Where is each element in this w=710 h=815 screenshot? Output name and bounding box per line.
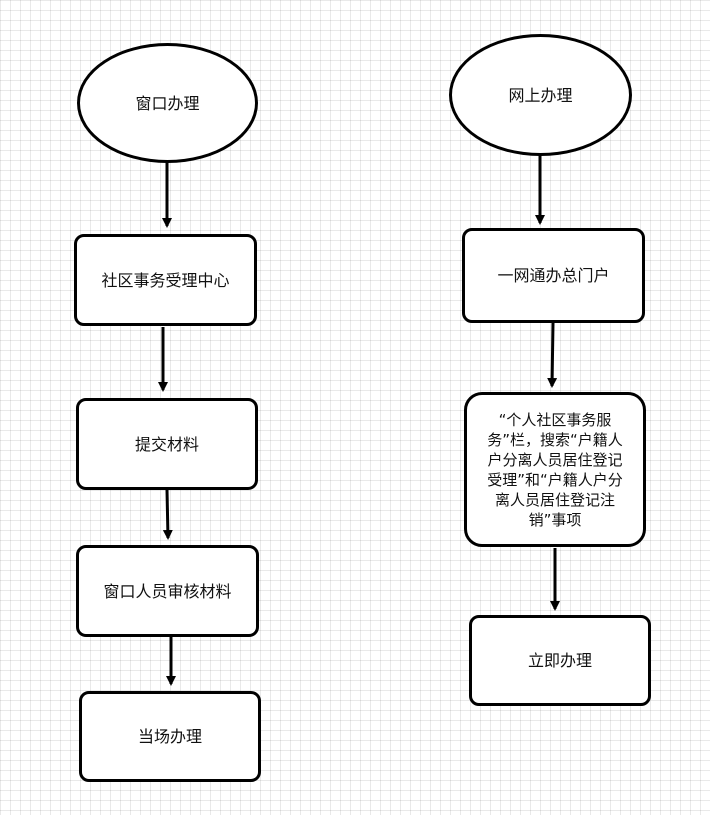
search-items-line-4: 受理”和“户籍人户分 — [487, 470, 623, 489]
process-node-search-items: “个人社区事务服 务”栏，搜索“户籍人 户分离人员居住登记 受理”和“户籍人户分… — [464, 392, 646, 547]
search-items-line-6: 销”事项 — [528, 510, 582, 529]
process-node-review-materials: 窗口人员审核材料 — [76, 545, 259, 637]
process-node-review-materials-label: 窗口人员审核材料 — [103, 581, 232, 601]
arrow-portal-to-search — [547, 322, 558, 388]
arrow-submit-to-review — [162, 489, 173, 540]
end-node-immediate-label: 立即办理 — [527, 651, 592, 670]
process-node-portal-label: 一网通办总门户 — [497, 266, 610, 285]
search-items-line-5: 离人员居住登记注 — [494, 490, 615, 509]
process-node-portal: 一网通办总门户 — [462, 228, 645, 323]
process-node-service-center: 社区事务受理中心 — [74, 234, 257, 326]
end-node-onsite: 当场办理 — [79, 691, 261, 782]
process-node-submit-materials: 提交材料 — [76, 398, 258, 490]
end-node-immediate: 立即办理 — [469, 615, 651, 706]
start-node-online-label: 网上办理 — [508, 85, 573, 105]
end-node-onsite-label: 当场办理 — [137, 727, 202, 746]
start-node-window-label: 窗口办理 — [135, 93, 200, 113]
process-node-search-items-label: “个人社区事务服 务”栏，搜索“户籍人 户分离人员居住登记 受理”和“户籍人户分… — [477, 410, 633, 530]
start-node-online: 网上办理 — [449, 34, 632, 156]
process-node-submit-materials-label: 提交材料 — [134, 434, 199, 454]
process-node-service-center-label: 社区事务受理中心 — [101, 270, 230, 290]
search-items-line-2: 务”栏，搜索“户籍人 — [487, 430, 623, 449]
start-node-window: 窗口办理 — [77, 43, 258, 163]
search-items-line-3: 户分离人员居住登记 — [487, 450, 623, 469]
search-items-line-1: “个人社区事务服 — [498, 410, 612, 429]
